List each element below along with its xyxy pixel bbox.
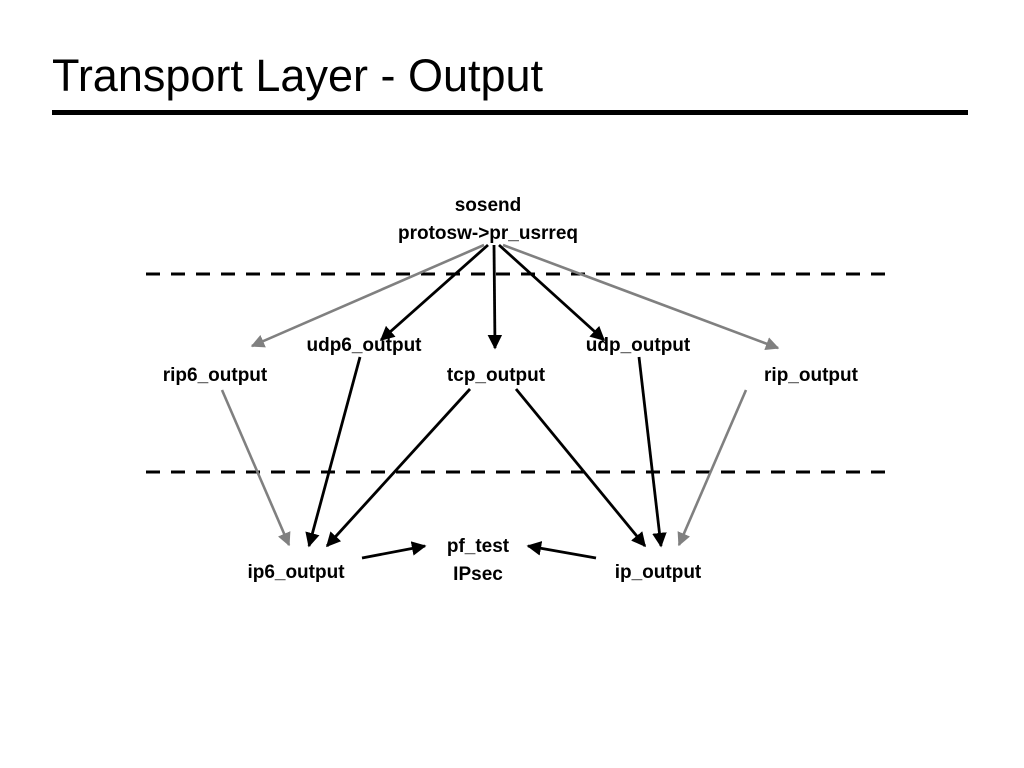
edges-into-ip_output [514, 356, 748, 548]
edge-sosend-to-udp6_output [379, 243, 489, 342]
edge-sosend-to-rip6_output [250, 243, 485, 348]
node-ip_output: ip_output [614, 562, 702, 583]
node-sosend-line2: protosw->pr_usrreq [397, 223, 578, 244]
edge-sosend-to-rip_output [502, 243, 780, 351]
edge-rip_output-to-ip_output [677, 389, 748, 547]
edge-tcp_output-to-ip_output [514, 388, 647, 548]
node-udp_output: udp_output [585, 335, 691, 356]
node-sosend-protosw: sosend protosw->pr_usrreq [378, 192, 598, 248]
page-title: Transport Layer - Output [52, 50, 544, 101]
node-pf_test-line1: pf_test [446, 536, 510, 557]
node-tcp_output: tcp_output [446, 365, 546, 386]
title-block: Transport Layer - Output [52, 50, 972, 120]
edge-tcp_output-to-ip6_output [325, 388, 472, 548]
node-pf_test-line2: IPsec [453, 564, 503, 585]
edge-udp_output-to-ip_output [637, 356, 667, 548]
node-sosend-line1: sosend [454, 195, 522, 216]
edges-from-sosend [250, 243, 780, 351]
node-pf_test-ipsec: pf_test IPsec [418, 533, 538, 589]
edge-sosend-to-udp_output [498, 243, 606, 342]
node-udp6_output: udp6_output [306, 335, 422, 356]
title-underline-rule [52, 110, 968, 115]
edge-ip_output-to-pf_test [526, 541, 597, 560]
node-ip6_output: ip6_output [247, 562, 345, 583]
node-rip_output: rip_output [764, 365, 858, 386]
edge-ip6_output-to-pf_test [361, 541, 427, 560]
edge-rip6_output-to-ip6_output [220, 389, 291, 547]
edges-into-ip6_output [220, 356, 472, 548]
edge-udp6_output-to-ip6_output [305, 356, 362, 548]
node-rip6_output: rip6_output [162, 365, 268, 386]
edges-into-pf_test [361, 541, 597, 560]
edge-sosend-to-tcp_output [487, 244, 503, 350]
